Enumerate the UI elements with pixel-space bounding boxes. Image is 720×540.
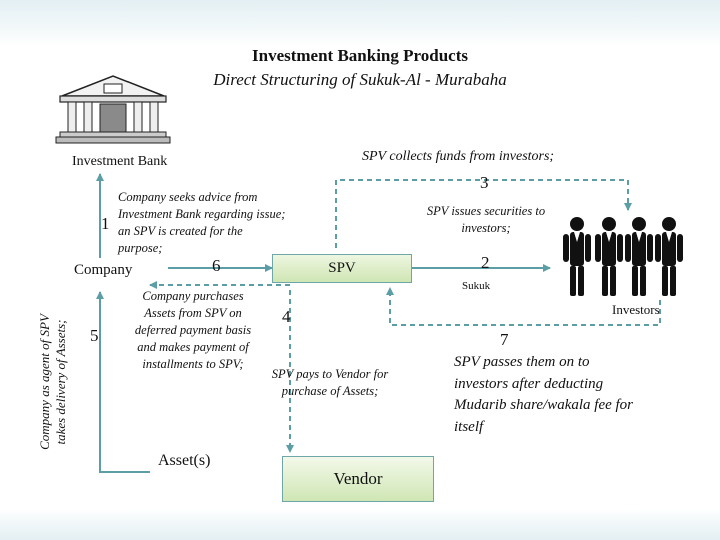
slide-title: Investment Banking Products (252, 46, 468, 65)
step-2-number: 2 (481, 253, 490, 272)
spv-box: SPV (272, 254, 412, 283)
investor-person-icon (625, 217, 653, 296)
investors-label: Investors (612, 302, 660, 317)
sukuk-label: Sukuk (462, 280, 491, 292)
investor-person-icon (563, 217, 591, 296)
step-7-text: SPV passes them on to investors after de… (454, 354, 634, 435)
step-4-text: Company purchases Assets from SPV on def… (134, 289, 252, 371)
company-label: Company (74, 262, 133, 278)
step-1-number: 1 (101, 214, 110, 233)
investors-group (563, 217, 683, 296)
spv-label: SPV (328, 260, 356, 276)
step-1-text: Company seeks advice from Investment Ban… (118, 190, 286, 255)
footer-band (0, 510, 720, 540)
assets-label: Asset(s) (158, 452, 211, 469)
step-6-number: 6 (212, 256, 221, 275)
vendor-label: Vendor (333, 469, 383, 488)
step-3-text: SPV collects funds from investors; (362, 149, 555, 164)
arrow-investors-to-spv (386, 287, 661, 326)
step-3-number: 3 (480, 173, 489, 192)
slide-subtitle: Direct Structuring of Sukuk-Al - Murabah… (213, 70, 507, 89)
bank-building-icon (55, 75, 171, 144)
step-2-text: SPV issues securities to investors; (426, 204, 546, 235)
arrow-assets-to-company (96, 291, 150, 473)
vendor-box: Vendor (282, 456, 434, 502)
step-7-number: 7 (500, 330, 509, 349)
investor-person-icon (655, 217, 683, 296)
investment-bank-label: Investment Bank (72, 154, 168, 169)
header-band (0, 0, 720, 46)
step-6-text: SPV pays to Vendor for purchase of Asset… (271, 367, 389, 398)
investor-person-icon (595, 217, 623, 296)
step-4-number: 4 (282, 307, 291, 326)
step-5-text: Company as agent of SPV takes delivery o… (37, 314, 69, 450)
step-5-number: 5 (90, 326, 99, 345)
